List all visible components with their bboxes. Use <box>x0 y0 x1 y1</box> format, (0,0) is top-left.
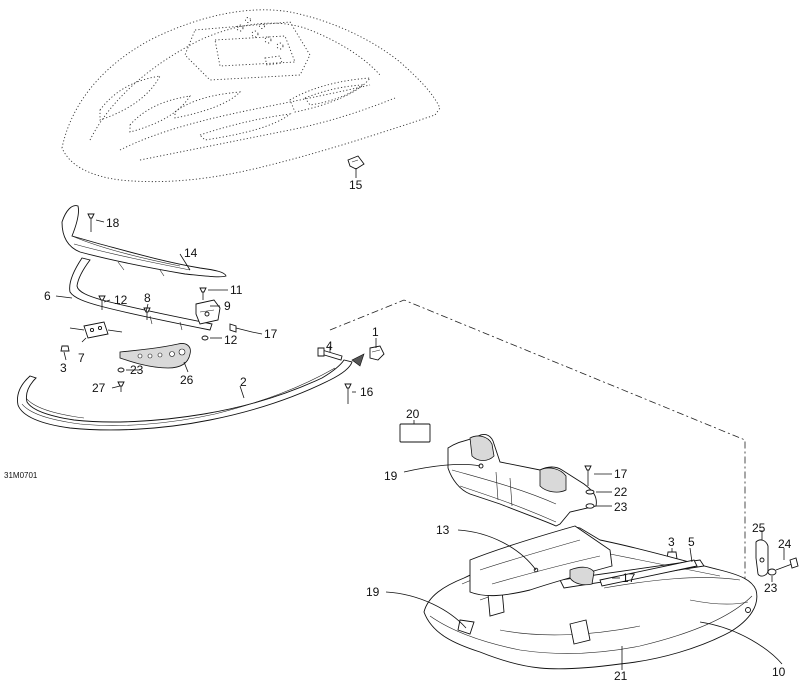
hood-outline <box>61 9 441 183</box>
callout-23-right: 23 <box>614 500 628 514</box>
callout-12-lower: 12 <box>224 333 238 347</box>
lower-bracket-part-26 <box>119 343 191 369</box>
callout-9: 9 <box>224 299 231 313</box>
callout-13: 13 <box>436 523 450 537</box>
decal-part-20 <box>399 423 431 443</box>
bracket-part-25 <box>755 539 799 577</box>
callout-20: 20 <box>406 407 420 421</box>
callout-18: 18 <box>106 216 120 230</box>
callout-3-left: 3 <box>60 361 67 375</box>
callout-labels: 15 18 14 6 12 8 11 9 17 12 7 3 23 26 27 … <box>4 178 792 683</box>
callout-27: 27 <box>92 381 106 395</box>
callout-23-far-right: 23 <box>764 581 778 595</box>
bolt-part-4 <box>317 347 343 361</box>
callout-17-left: 17 <box>264 327 278 341</box>
callout-7: 7 <box>78 351 85 365</box>
callout-2: 2 <box>240 375 247 389</box>
callout-17-right: 17 <box>614 467 628 481</box>
plate-part-7 <box>83 321 109 339</box>
callout-17-lower: 17 <box>622 571 636 585</box>
callout-23-left: 23 <box>130 363 144 377</box>
callout-21: 21 <box>614 669 628 683</box>
console-part-13 <box>469 525 613 597</box>
callout-22: 22 <box>614 485 628 499</box>
upper-bumper-part-14 <box>61 205 227 278</box>
callout-1: 1 <box>372 325 379 339</box>
callout-4: 4 <box>326 339 333 353</box>
callout-11: 11 <box>230 283 243 297</box>
callout-26: 26 <box>180 373 194 387</box>
callout-25: 25 <box>752 521 766 535</box>
clip-part-15 <box>347 155 365 170</box>
callout-8: 8 <box>144 291 151 305</box>
fasteners-left <box>60 213 352 404</box>
callout-10: 10 <box>772 665 786 679</box>
drawing-code: 31M0701 <box>4 471 38 480</box>
callout-6: 6 <box>44 289 51 303</box>
callout-3-right: 3 <box>668 535 675 549</box>
callout-19-lower: 19 <box>366 585 380 599</box>
leader-lines <box>55 168 785 670</box>
callout-15: 15 <box>349 178 363 192</box>
front-panel-part-19 <box>447 433 597 527</box>
bracket-part-9 <box>195 299 221 325</box>
support-bar-part-6 <box>69 257 213 331</box>
rail-part-5 <box>599 559 698 587</box>
callout-5: 5 <box>688 535 695 549</box>
callout-14: 14 <box>184 246 198 260</box>
clip-part-1 <box>351 345 385 367</box>
callout-12-upper: 12 <box>114 293 128 307</box>
callout-19-upper: 19 <box>384 469 398 483</box>
callout-24: 24 <box>778 537 792 551</box>
bumper-part-2 <box>17 359 353 431</box>
callout-16: 16 <box>360 385 374 399</box>
